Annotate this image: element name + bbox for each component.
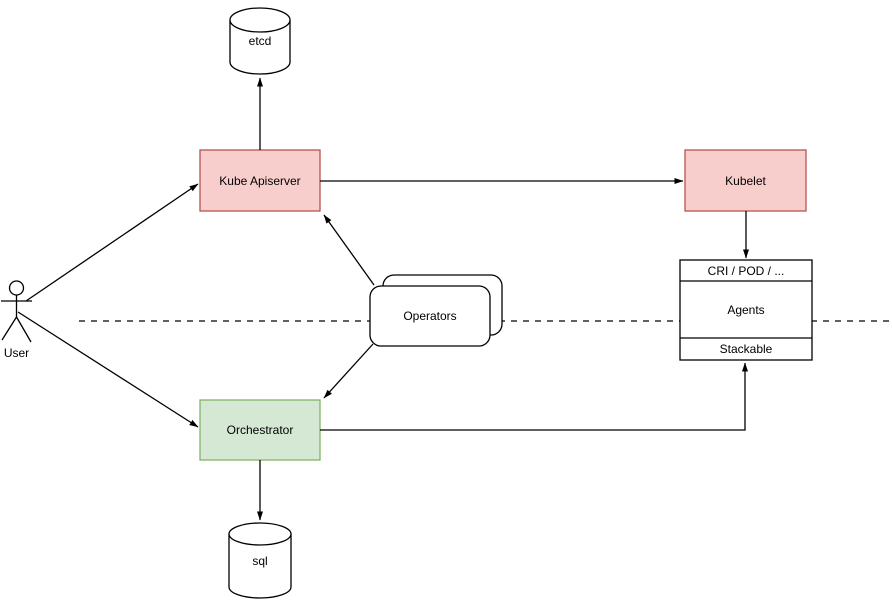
operators-node: Operators [369,274,503,347]
etcd-label: etcd [249,34,272,48]
user-actor: User [1,280,32,360]
edge-user-to-apiserver [25,183,199,302]
operators-front-card [369,285,491,347]
edge-user-to-orchestrator [17,311,199,428]
etcd-cylinder-body [229,20,291,75]
etcd-node: etcd [229,7,291,75]
agents-header-label: CRI / POD / ... [708,264,785,278]
agents-box [679,259,813,361]
user-actor-right-leg [15,316,32,343]
kube-apiserver-node: Kube Apiserver [199,149,321,212]
kube-apiserver-label: Kube Apiserver [219,174,300,188]
sql-label: sql [252,554,267,568]
sql-node: sql [228,522,292,599]
orchestrator-label: Orchestrator [227,423,294,437]
edge-operators-to-apiserver [323,214,375,286]
etcd-cylinder-top [229,7,291,33]
agents-label: Agents [727,303,764,317]
user-actor-left-leg [1,316,18,341]
kube-apiserver-box [199,149,321,212]
kubelet-label: Kubelet [725,174,766,188]
user-label: User [4,346,29,360]
operators-label: Operators [403,309,456,323]
user-actor-head [8,280,25,296]
orchestrator-box [199,399,321,461]
sql-cylinder-body [228,534,292,599]
orchestrator-node: Orchestrator [199,399,321,461]
sql-cylinder-top [228,522,292,546]
edge-orchestrator-to-stackable [320,362,748,431]
kubelet-node: Kubelet [684,149,807,212]
agents-node: CRI / POD / ... Agents Stackable [679,259,813,361]
agents-footer-label: Stackable [720,342,773,356]
edge-operators-to-orchestrator [323,343,374,399]
